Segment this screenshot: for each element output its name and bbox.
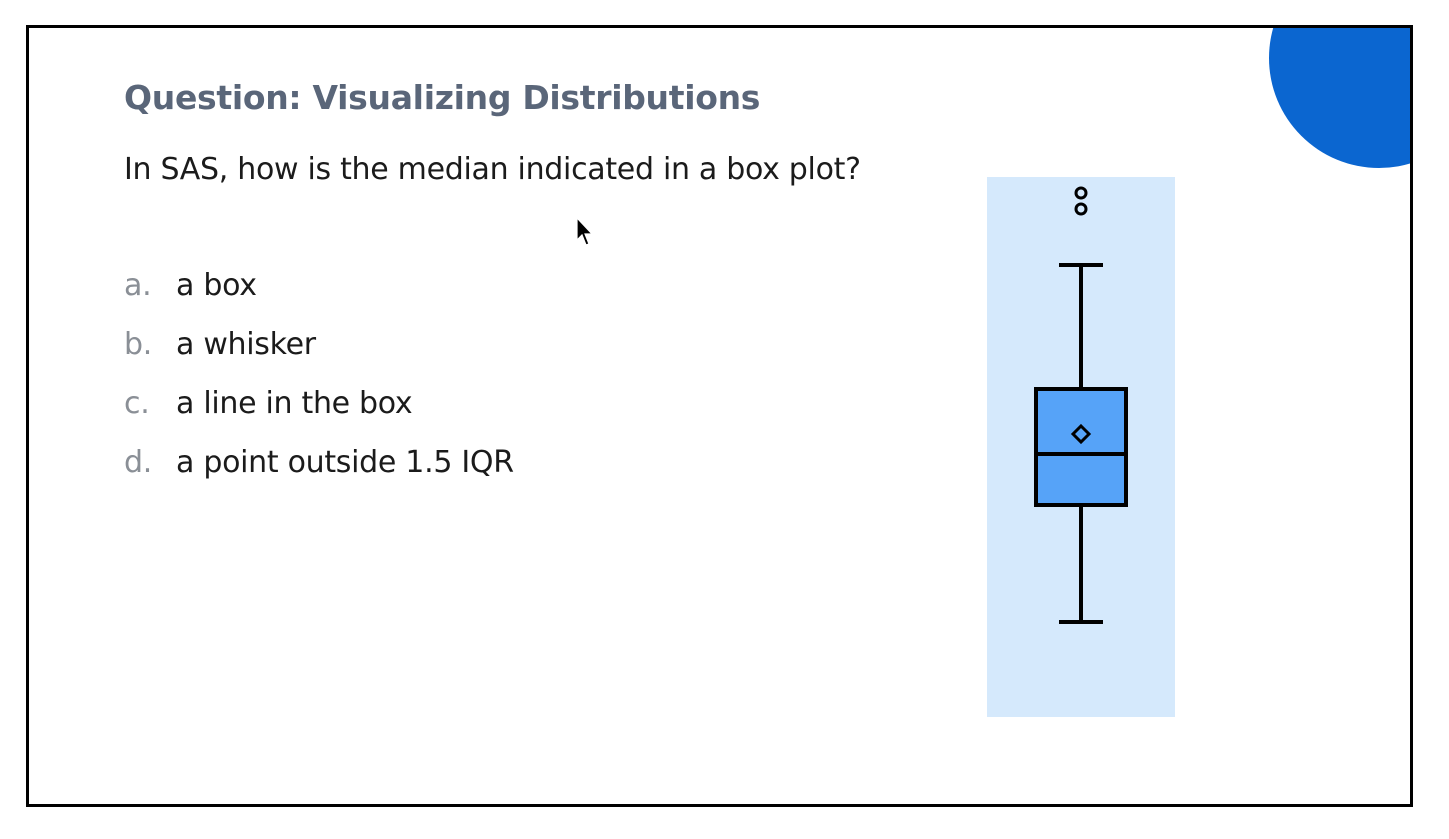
answer-options: a. a box b. a whisker c. a line in the b… [124, 268, 514, 504]
slide-title: Question: Visualizing Distributions [124, 78, 761, 117]
option-letter: d. [124, 445, 152, 480]
slide-canvas: Question: Visualizing Distributions In S… [26, 25, 1413, 807]
interquartile-box [1034, 387, 1128, 507]
option-text: a whisker [176, 327, 316, 362]
outlier-point [1074, 202, 1088, 216]
corner-accent-circle [1269, 28, 1410, 168]
option-a[interactable]: a. a box [124, 268, 514, 327]
outlier-point [1074, 186, 1088, 200]
option-text: a point outside 1.5 IQR [176, 445, 514, 480]
option-letter: a. [124, 268, 152, 303]
option-text: a line in the box [176, 386, 413, 421]
option-d[interactable]: d. a point outside 1.5 IQR [124, 445, 514, 504]
option-text: a box [176, 268, 257, 303]
arrow-pointer-icon [576, 217, 594, 246]
option-c[interactable]: c. a line in the box [124, 386, 514, 445]
mean-diamond-marker [1070, 423, 1092, 445]
question-text: In SAS, how is the median indicated in a… [124, 152, 861, 187]
box-plot-illustration [987, 177, 1175, 717]
option-letter: b. [124, 327, 152, 362]
option-letter: c. [124, 386, 150, 421]
option-b[interactable]: b. a whisker [124, 327, 514, 386]
